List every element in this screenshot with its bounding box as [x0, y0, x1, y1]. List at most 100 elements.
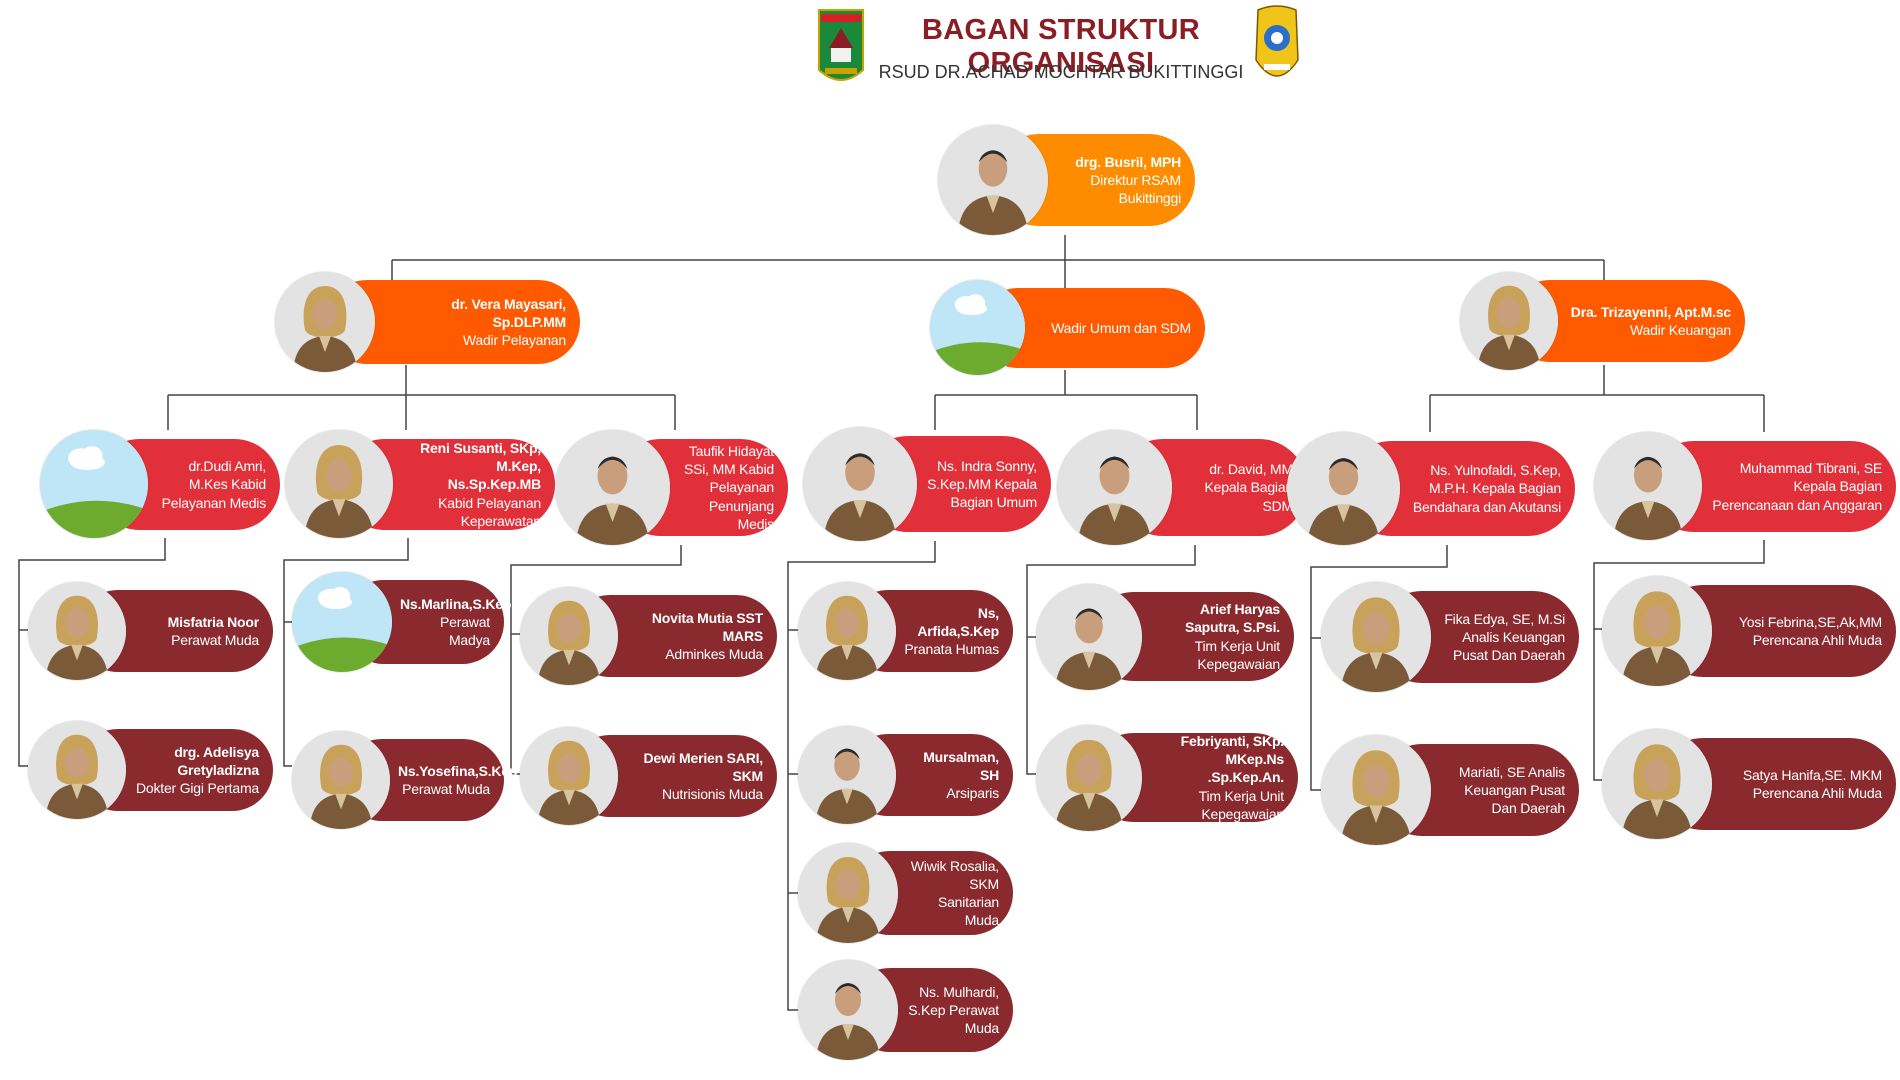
org-node-kabid-medis: dr.Dudi Amri, M.Kes Kabid Pelayanan Medi…: [40, 430, 280, 538]
person-role: Arsiparis: [946, 785, 999, 802]
person-role: Wadir Keuangan: [1630, 322, 1731, 338]
person-name: Dewi Merien SARI, SKM: [643, 749, 763, 784]
profile-photo: [1602, 576, 1712, 686]
profile-photo: [1036, 584, 1142, 690]
person-name: Febriyanti, SKp. MKep.Ns .Sp.Kep.An.: [1180, 733, 1285, 786]
person-role: Yosi Febrina,SE,Ak,MM Perencana Ahli Mud…: [1738, 613, 1882, 648]
org-node-kabag-perencanaan: Muhammad Tibrani, SE Kepala Bagian Peren…: [1594, 432, 1896, 540]
sumatera-barat-logo: [815, 8, 867, 90]
person-role: Perawat Muda: [402, 781, 490, 797]
person-role: Taufik Hidayat SSi, MM Kabid Pelayanan P…: [684, 443, 774, 532]
person-name: Mursalman, SH: [923, 748, 999, 783]
org-node-kabid-penunjang: Taufik Hidayat SSi, MM Kabid Pelayanan P…: [555, 430, 788, 545]
chart-title: BAGAN STRUKTUR ORGANISASI: [921, 14, 1201, 79]
profile-photo: [1321, 735, 1431, 845]
profile-photo: [28, 721, 126, 819]
person-role: Fika Edya, SE, M.Si Analis Keuangan Pusa…: [1444, 610, 1565, 664]
person-name: Reni Susanti, SKp, M.Kep, Ns.Sp.Kep.MB: [420, 440, 541, 493]
person-role: Tim Kerja Unit Kepegawaian: [1194, 637, 1281, 672]
profile-photo: [520, 587, 618, 685]
org-node-satya: Satya Hanifa,SE. MKM Perencana Ahli Muda: [1602, 729, 1896, 839]
person-role: Perawat Madya: [440, 613, 490, 649]
person-role: Ns. Mulhardi, S.Kep Perawat Muda: [908, 983, 999, 1037]
org-node-box: Muhammad Tibrani, SE Kepala Bagian Peren…: [1648, 441, 1896, 532]
person-role: Nutrisionis Muda: [661, 786, 763, 803]
placeholder-photo-icon: [40, 430, 148, 538]
profile-photo: [555, 430, 670, 545]
org-node-wadir-pelayanan: dr. Vera Mayasari, Sp.DLP.MM Wadir Pelaya…: [275, 272, 580, 372]
profile-photo: [520, 727, 618, 825]
bukittinggi-logo: [1252, 4, 1302, 92]
profile-photo: [1057, 430, 1172, 545]
chart-subtitle: RSUD DR.ACHAD MOCHTAR BUKITTINGGI: [878, 62, 1244, 82]
person-role: Ns. Yulnofaldi, S.Kep, M.P.H. Kepala Bag…: [1412, 462, 1561, 515]
org-node-mariati: Mariati, SE Analis Keuangan Pusat Dan Da…: [1321, 735, 1579, 845]
person-role: Dokter Gigi Pertama: [135, 780, 259, 797]
person-name: dr. Vera Mayasari, Sp.DLP.MM: [451, 295, 566, 330]
profile-photo: [275, 272, 375, 372]
org-node-fika: Fika Edya, SE, M.Si Analis Keuangan Pusa…: [1321, 582, 1579, 692]
person-role: Adminkes Muda: [665, 646, 763, 663]
profile-photo: [798, 960, 898, 1060]
org-node-wadir-umum: Wadir Umum dan SDM: [930, 280, 1205, 375]
org-node-kabag-bendahara: Ns. Yulnofaldi, S.Kep, M.P.H. Kepala Bag…: [1287, 432, 1575, 545]
person-name: drg. Busril, MPH: [1075, 153, 1181, 170]
person-role: Ns. Indra Sonny, S.Kep.MM Kepala Bagian …: [927, 457, 1037, 511]
placeholder-photo-icon: [292, 572, 392, 672]
person-role: dr.Dudi Amri, M.Kes Kabid Pelayanan Medi…: [161, 458, 267, 511]
profile-photo: [938, 125, 1048, 235]
profile-photo: [285, 430, 393, 538]
person-name: Misfatria Noor: [167, 613, 260, 630]
org-node-mulhardi: Ns. Mulhardi, S.Kep Perawat Muda: [798, 960, 1013, 1060]
profile-photo: [798, 843, 898, 943]
profile-photo: [803, 427, 917, 541]
person-name: Ns, Arfida,S.Kep: [917, 604, 999, 639]
person-role: Wiwik Rosalia, SKM Sanitarian Muda: [910, 857, 999, 929]
person-role: Wadir Pelayanan: [462, 332, 566, 349]
person-role: Pranata Humas: [904, 641, 999, 658]
org-node-box: Dewi Merien SARI, SKM Nutrisionis Muda: [569, 735, 777, 817]
org-node-mursalman: Mursalman, SH Arsiparis: [798, 726, 1013, 824]
org-node-wiwik: Wiwik Rosalia, SKM Sanitarian Muda: [798, 843, 1013, 943]
person-role: Muhammad Tibrani, SE Kepala Bagian Peren…: [1712, 460, 1882, 513]
person-role: Satya Hanifa,SE. MKM Perencana Ahli Muda: [1742, 766, 1882, 801]
profile-photo: [292, 731, 390, 829]
person-role: Direktur RSAM Bukittinggi: [1090, 171, 1181, 207]
person-role: Kabid Pelayanan Keperawatan: [438, 494, 541, 529]
person-role: Perawat Muda: [171, 632, 259, 648]
org-node-yosi: Yosi Febrina,SE,Ak,MM Perencana Ahli Mud…: [1602, 576, 1896, 686]
profile-photo: [1321, 582, 1431, 692]
org-node-box: dr. Vera Mayasari, Sp.DLP.MM Wadir Pelaya…: [325, 280, 580, 364]
org-node-kabag-sdm: dr. David, MM Kepala Bagian SDM: [1057, 430, 1307, 545]
profile-photo: [28, 582, 126, 680]
profile-photo: [1460, 272, 1558, 370]
person-role: Mariati, SE Analis Keuangan Pusat Dan Da…: [1458, 763, 1565, 817]
person-name: drg. Adelisya Gretyladizna: [174, 743, 259, 778]
org-node-kabag-umum: Ns. Indra Sonny, S.Kep.MM Kepala Bagian …: [803, 427, 1051, 541]
profile-photo: [798, 726, 896, 824]
profile-photo: [1594, 432, 1702, 540]
person-name: Arief Haryas Saputra, S.Psi.: [1184, 601, 1280, 636]
placeholder-photo-icon: [930, 280, 1025, 375]
person-name: Ns.Yosefina,S.Kep: [398, 762, 518, 779]
person-name: Dra. Trizayenni, Apt.M.sc: [1570, 303, 1731, 320]
profile-photo: [1602, 729, 1712, 839]
person-role: Wadir Umum dan SDM: [1051, 319, 1191, 336]
org-node-dewi: Dewi Merien SARI, SKM Nutrisionis Muda: [520, 727, 777, 825]
person-role: Tim Kerja Unit Kepegawaian: [1198, 787, 1285, 822]
profile-photo: [798, 582, 896, 680]
person-name: Ns.Marlina,S.Kep: [400, 595, 512, 612]
org-node-arief: Arief Haryas Saputra, S.Psi.Tim Kerja Un…: [1036, 584, 1294, 690]
profile-photo: [1036, 725, 1142, 831]
